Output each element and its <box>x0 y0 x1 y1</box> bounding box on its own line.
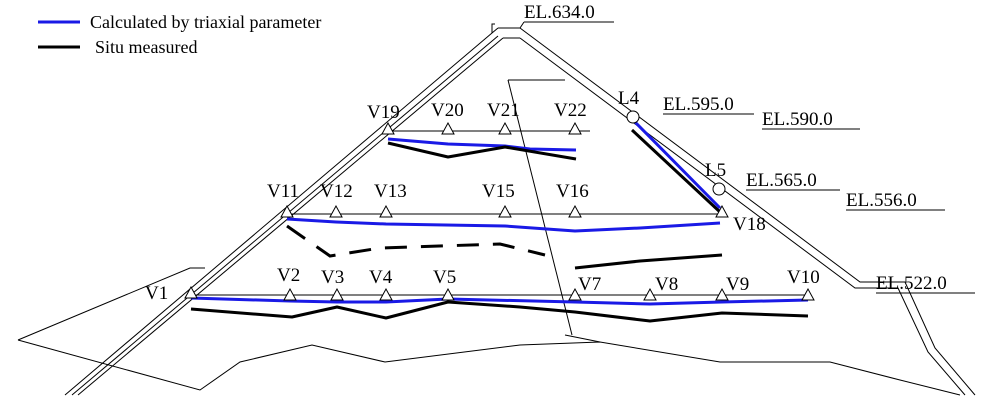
gauge-v18 <box>715 204 729 218</box>
label-v1: V1 <box>145 283 168 304</box>
gauge-v3 <box>330 287 344 301</box>
gauge-v19 <box>381 121 395 135</box>
legend-measured-label: Situ measured <box>95 37 197 57</box>
gauge-v12 <box>329 204 343 218</box>
label-v2: V2 <box>277 265 300 286</box>
calculated-curve-slope <box>630 117 722 210</box>
label-v8: V8 <box>655 274 678 295</box>
measured-curve-bottom <box>190 300 809 323</box>
elevation-590: EL.590.0 <box>762 109 833 130</box>
dam-outline <box>17 21 976 396</box>
gauge-v16 <box>568 204 582 218</box>
core-boundary <box>507 79 573 336</box>
calculated-curve-bottom <box>190 296 809 306</box>
label-l5: L5 <box>705 160 726 181</box>
label-v21: V21 <box>487 100 520 121</box>
label-v12: V12 <box>320 181 353 202</box>
upstream-slope-outer <box>64 27 499 396</box>
gauge-v9 <box>715 287 729 301</box>
crest-marker <box>491 23 495 33</box>
gauge-v21 <box>498 121 512 135</box>
gauge-l5 <box>712 182 726 196</box>
measured-curve-middle <box>574 253 723 270</box>
point-labels: V19 V20 V21 V22 L4 L5 V11 V12 V13 V15 V1… <box>145 88 820 304</box>
label-v20: V20 <box>431 100 464 121</box>
gauge-v20 <box>441 121 455 135</box>
measured-curve-top <box>387 141 577 161</box>
elevation-556: EL.556.0 <box>846 190 917 211</box>
gauge-v7 <box>568 287 582 301</box>
gauge-v13 <box>379 204 393 218</box>
gauge-v5 <box>441 287 455 301</box>
gauge-v15 <box>498 204 512 218</box>
label-v22: V22 <box>554 100 587 121</box>
legend: Calculated by triaxial parameter Situ me… <box>38 12 321 57</box>
label-v10: V10 <box>787 267 820 288</box>
gauge-l4 <box>626 110 640 124</box>
label-v15: V15 <box>482 181 515 202</box>
upstream-toe-top <box>17 267 205 341</box>
elevation-634: EL.634.0 <box>524 2 595 23</box>
crest-top <box>498 21 525 29</box>
legend-calculated-label: Calculated by triaxial parameter <box>90 12 321 32</box>
gauge-v2 <box>283 287 297 301</box>
gauge-v8 <box>643 287 657 301</box>
label-v9: V9 <box>726 274 749 295</box>
label-v19: V19 <box>367 102 400 123</box>
elevation-565: EL.565.0 <box>746 170 817 191</box>
downstream-slope-outer <box>519 27 976 396</box>
elevation-522: EL.522.0 <box>876 273 947 294</box>
gauge-v11 <box>280 204 294 218</box>
foundation-line <box>17 339 961 396</box>
label-v16: V16 <box>556 181 589 202</box>
gauge-v22 <box>568 121 582 135</box>
calculated-curve-middle <box>286 217 721 233</box>
label-v18: V18 <box>733 214 766 235</box>
measured-curves <box>190 128 809 323</box>
label-v4: V4 <box>369 267 393 288</box>
label-v3: V3 <box>321 267 344 288</box>
gauge-v10 <box>801 287 815 301</box>
gauge-v4 <box>379 287 393 301</box>
label-v13: V13 <box>374 181 407 202</box>
downstream-slope-inner <box>519 37 966 396</box>
elevation-labels: EL.634.0 EL.595.0 EL.590.0 EL.565.0 EL.5… <box>524 2 975 294</box>
measured-curve-middle-dashed <box>286 224 546 258</box>
core-base <box>564 334 601 343</box>
label-v5: V5 <box>433 267 456 288</box>
label-v7: V7 <box>578 274 601 295</box>
label-v11: V11 <box>267 181 299 202</box>
measured-curve-slope <box>630 128 722 214</box>
label-l4: L4 <box>618 88 640 109</box>
elevation-595: EL.595.0 <box>663 94 734 115</box>
gauge-markers <box>184 110 815 301</box>
gauge-v1 <box>184 285 198 299</box>
